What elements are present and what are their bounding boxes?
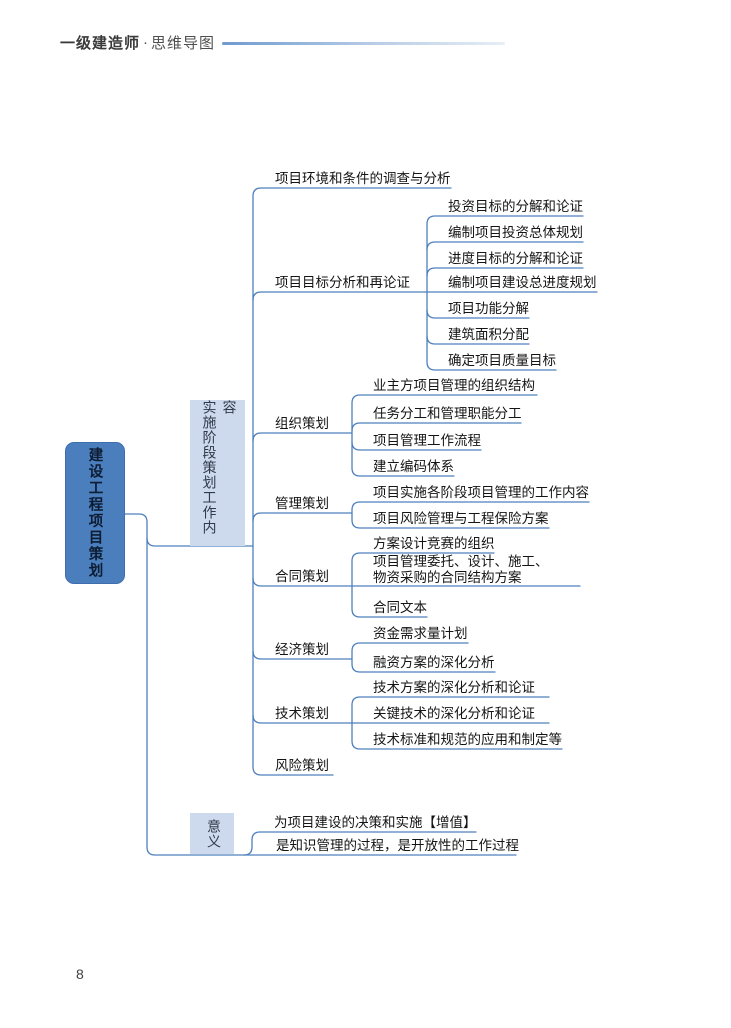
connector-line (252, 432, 353, 442)
connector-line (252, 714, 550, 724)
header-separator: · (143, 33, 149, 51)
node-label: 组织策划 (275, 416, 329, 431)
node-label: 编制项目投资总体规划 (448, 225, 583, 240)
node-label: 项目环境和条件的调查与分析 (275, 171, 451, 186)
node-label: 风险策划 (275, 758, 329, 773)
root-node: 建设工程项目策划 (65, 442, 125, 584)
connector-line (351, 422, 522, 432)
node-label: 项目目标分析和再论证 (275, 275, 410, 290)
connector-line (252, 650, 353, 660)
node-label: 业主方项目管理的组织结构 (373, 378, 535, 393)
node-label: 项目管理工作流程 (373, 433, 481, 448)
connector-line (351, 696, 563, 750)
connector-line (426, 241, 584, 251)
node-label: 关键技术的深化分析和论证 (373, 706, 535, 721)
node-label: 项目功能分解 (448, 301, 529, 316)
node-label: 合同策划 (275, 569, 329, 584)
connector-line (252, 577, 581, 587)
header-title-left: 一级建造师 (60, 34, 141, 52)
node-label: 建立编码体系 (373, 459, 454, 474)
connector-line (252, 512, 353, 522)
node-label: 合同文本 (373, 600, 427, 615)
connector-line (351, 642, 496, 673)
header-divider-line (222, 42, 505, 45)
connector-line (351, 394, 538, 477)
node-label: 项目管理委托、设计、施工、物资采购的合同结构方案 (373, 554, 549, 585)
node-label: 进度目标的分解和论证 (448, 251, 583, 266)
node-label: 资金需求量计划 (373, 626, 468, 641)
node-label: 融资方案的深化分析 (373, 655, 495, 670)
node-label: 是知识管理的过程，是开放性的工作过程 (276, 838, 519, 853)
node-label: 项目实施各阶段项目管理的工作内容 (373, 485, 589, 500)
header-title-right: 思维导图 (151, 34, 216, 52)
node-label: 投资目标的分解和论证 (448, 199, 583, 214)
connector-line (426, 309, 530, 319)
connector-line (426, 335, 530, 345)
connector-line (426, 215, 584, 371)
connector-line (351, 552, 495, 618)
node-label: 项目风险管理与工程保险方案 (373, 511, 549, 526)
node-label: 任务分工和管理职能分工 (373, 406, 522, 421)
connector-line (243, 831, 477, 856)
node-label: 建筑面积分配 (448, 327, 529, 342)
node-label: 方案设计竞赛的组织 (373, 536, 495, 551)
connector-line (252, 291, 598, 301)
connector-line (252, 187, 452, 776)
node-label: 技术方案的深化分析和论证 (373, 680, 535, 695)
connector-line (146, 537, 254, 547)
node-label: 确定项目质量目标 (448, 353, 556, 368)
node-label: 为项目建设的决策和实施【增值】 (274, 815, 477, 830)
connector-line (351, 501, 590, 529)
node-label: 技术标准和规范的应用和制定等 (373, 732, 562, 747)
branch-node-significance: 意义 (190, 813, 234, 854)
page-number: 8 (76, 966, 84, 982)
connector-line (426, 267, 584, 277)
connector-line (122, 513, 517, 856)
node-label: 经济策划 (275, 642, 329, 657)
node-label: 技术策划 (275, 706, 329, 721)
node-label: 编制项目建设总进度规划 (448, 275, 597, 290)
node-label: 管理策划 (275, 496, 329, 511)
branch-node-implementation-content: 实施阶段策划工作内容 (190, 400, 245, 546)
connector-line (351, 441, 482, 451)
page-header: 一级建造师 · 思维导图 (60, 31, 215, 53)
